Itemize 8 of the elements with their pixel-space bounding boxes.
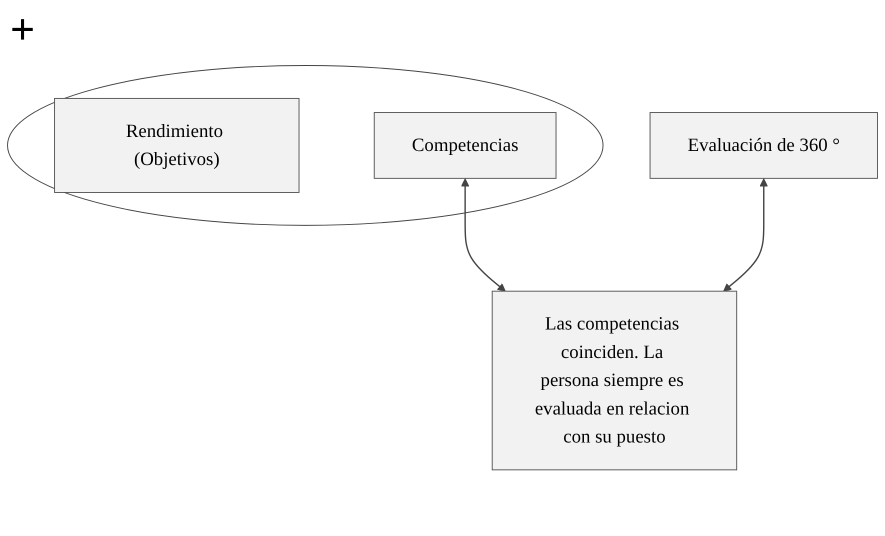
arrow <box>461 178 506 292</box>
arrow <box>723 178 768 292</box>
node-box <box>374 112 556 180</box>
node-box <box>492 291 738 471</box>
node-box <box>650 112 878 180</box>
plus-sign: + <box>10 8 36 52</box>
node-box <box>54 98 300 194</box>
diagram-drawing: Rendimiento (Objetivos) Competencias Evaluación de 360 ° Las competencias coinciden. La persona siempre es evaluada en relacion con su puesto <box>0 58 885 478</box>
